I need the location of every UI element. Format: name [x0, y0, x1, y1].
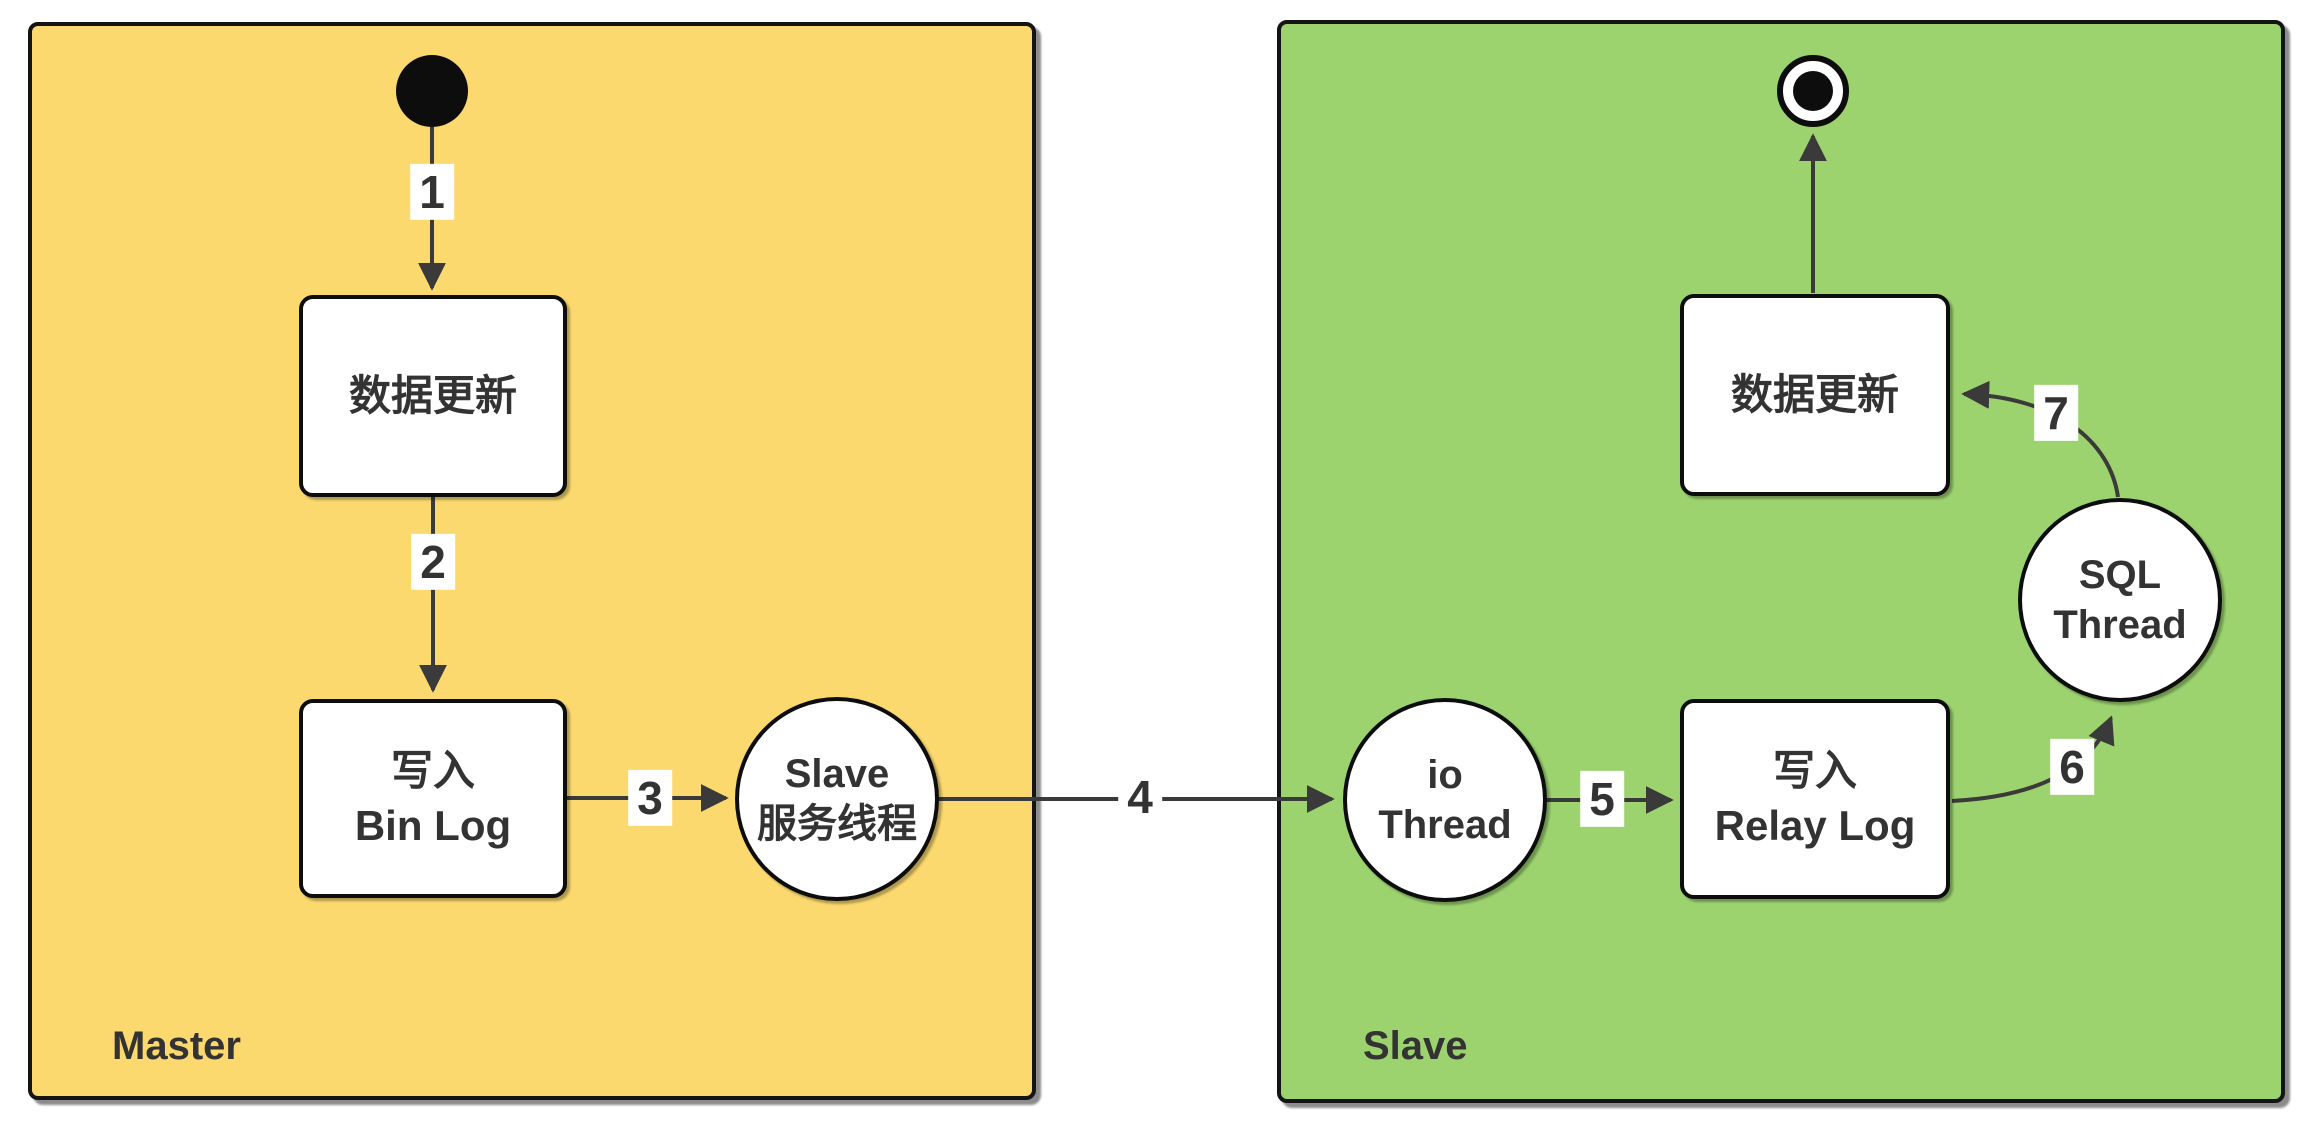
node-label-line2: Thread — [2053, 603, 2187, 647]
node-label-line2: Bin Log — [354, 801, 512, 849]
master-container — [28, 22, 1036, 1100]
node-label-line2: Relay Log — [1714, 802, 1916, 849]
edge-label-5: 5 — [1580, 770, 1624, 828]
start-state-icon — [396, 55, 468, 127]
node-io-thread: io Thread — [1343, 698, 1547, 902]
node-label-line1: 写入 — [1772, 747, 1857, 795]
master-container-label: Master — [112, 1024, 241, 1068]
end-state-icon — [1777, 55, 1849, 127]
slave-container-label: Slave — [1363, 1024, 1468, 1068]
node-label: 数据更新 — [348, 371, 517, 419]
edge-label-7: 7 — [2034, 384, 2078, 442]
node-label: 数据更新 — [1730, 370, 1899, 418]
node-slave-service-thread: Slave 服务线程 — [735, 697, 939, 901]
edge-label-6: 6 — [2050, 738, 2094, 796]
node-label-line1: SQL — [2078, 553, 2162, 597]
node-label-line1: 写入 — [390, 746, 475, 794]
node-label-line1: Slave — [784, 752, 890, 796]
node-label-line2: 服务线程 — [757, 802, 917, 846]
edge-label-4: 4 — [1118, 768, 1162, 826]
edge-label-1: 1 — [410, 163, 454, 221]
node-write-relay-log: 写入 Relay Log — [1680, 699, 1950, 899]
end-state-inner-dot — [1793, 71, 1833, 111]
node-label-line1: io — [1427, 753, 1463, 797]
node-slave-data-update: 数据更新 — [1680, 294, 1950, 496]
node-write-bin-log: 写入 Bin Log — [299, 699, 567, 898]
edge-label-2: 2 — [411, 533, 455, 591]
node-label-line2: Thread — [1378, 803, 1512, 847]
node-sql-thread: SQL Thread — [2018, 498, 2222, 702]
node-master-data-update: 数据更新 — [299, 295, 567, 497]
edge-label-3: 3 — [628, 769, 672, 827]
